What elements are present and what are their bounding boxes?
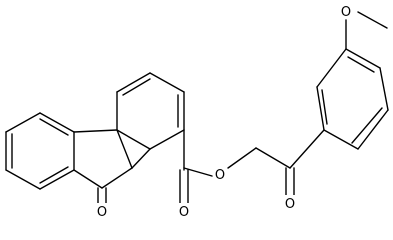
central-five-membered-ring [73, 129, 133, 189]
linker-ketone-oxygen-label: O [285, 197, 295, 212]
chemical-structure-diagram: O O O O O [5, 3, 389, 220]
ester-carbonyl-oxygen-label: O [179, 205, 189, 220]
ketone-oxygen-label: O [97, 205, 107, 220]
methoxy-group [345, 11, 388, 50]
ester-oxygen-label: O [215, 168, 225, 183]
ketone-linker [255, 129, 325, 199]
methoxyphenyl-ring [316, 48, 389, 150]
ester-group [179, 129, 257, 206]
atom-labels: O O O O O [95, 3, 353, 220]
left-benzene-ring [5, 112, 75, 190]
right-benzene-ring [116, 72, 185, 169]
methoxy-oxygen-label: O [341, 5, 351, 20]
